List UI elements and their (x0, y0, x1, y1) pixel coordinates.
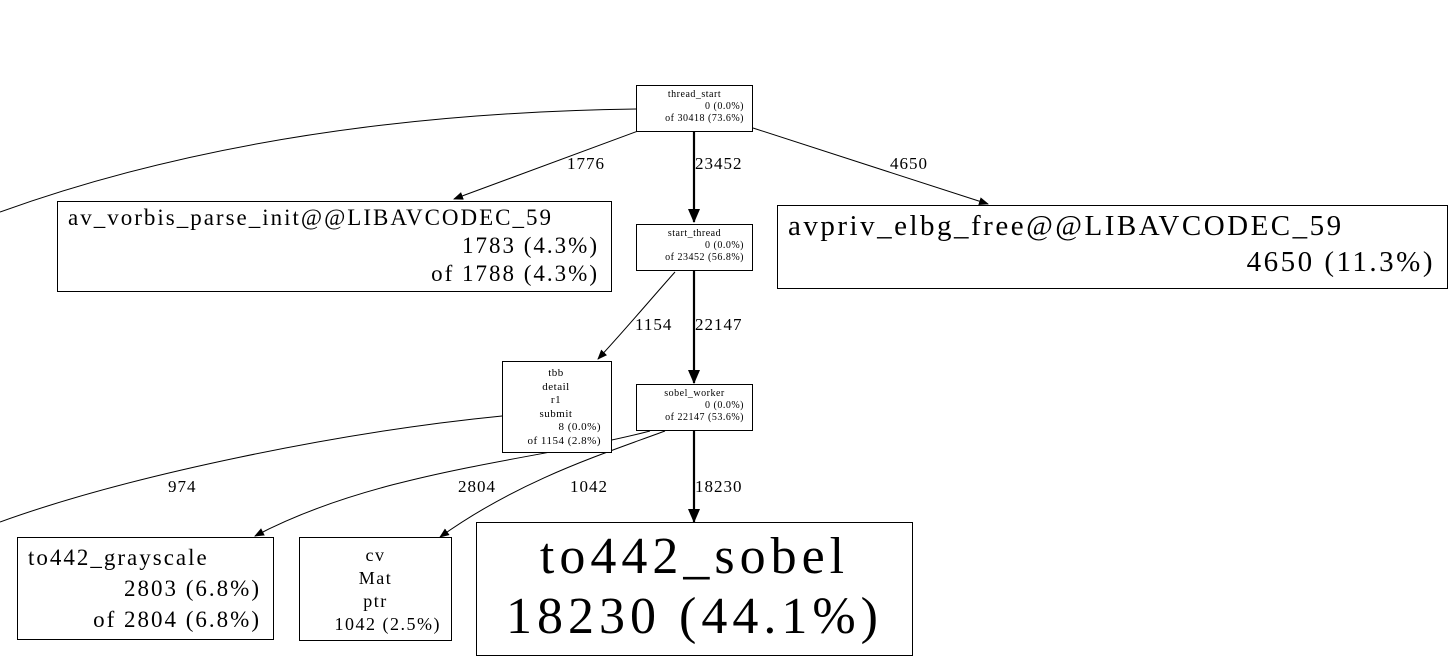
edge-label: 18230 (695, 477, 743, 496)
node-cum: of 23452 (56.8%) (665, 252, 744, 263)
node-name: av_vorbis_parse_init@@LIBAVCODEC_59 (68, 205, 554, 230)
node-cum: of 1788 (4.3%) (431, 261, 599, 286)
node-name: to442_sobel (539, 528, 850, 585)
edge-label: 4650 (890, 154, 928, 173)
edge-label: 1042 (570, 477, 608, 496)
edge-label: 1154 (635, 315, 673, 334)
edge-label: 22147 (695, 315, 743, 334)
node-name-line: r1 (550, 394, 562, 406)
node-name-line: tbb (548, 367, 564, 379)
edge-thread-start-av-vorbis (453, 130, 639, 200)
edge-thread-start-offscreen (0, 108, 637, 213)
node-name-line: detail (542, 380, 570, 393)
node-avpriv-elbg-free[interactable]: avpriv_elbg_free@@LIBAVCODEC_59 4650 (11… (777, 205, 1448, 289)
node-to442-grayscale[interactable]: to442_grayscale 2803 (6.8%) of 2804 (6.8… (17, 537, 274, 640)
node-name-line: ptr (363, 591, 388, 611)
node-flat: 0 (0.0%) (705, 400, 744, 411)
node-name-line: cv (365, 545, 386, 565)
node-flat: 4650 (11.3%) (1246, 246, 1435, 278)
node-cum: of 22147 (53.6%) (665, 412, 744, 423)
node-flat: 1042 (2.5%) (334, 614, 441, 634)
node-flat: 1783 (4.3%) (462, 233, 599, 258)
node-to442-sobel[interactable]: to442_sobel 18230 (44.1%) (476, 522, 913, 656)
node-flat: 0 (0.0%) (705, 240, 744, 251)
node-tbb-submit[interactable]: tbb detail r1 submit 8 (0.0%) of 1154 (2… (502, 361, 612, 453)
node-name-line: Mat (358, 568, 393, 588)
edge-thread-start-avpriv-elbg (752, 127, 989, 206)
node-start-thread[interactable]: start_thread 0 (0.0%) of 23452 (56.8%) (636, 224, 753, 271)
node-flat: 0 (0.0%) (705, 101, 744, 112)
node-name-line: submit (539, 407, 573, 420)
node-sobel-worker[interactable]: sobel_worker 0 (0.0%) of 22147 (53.6%) (636, 384, 753, 431)
edge-label: 974 (168, 477, 197, 496)
node-flat: 8 (0.0%) (558, 421, 601, 433)
node-cum: of 2804 (6.8%) (93, 607, 261, 632)
edge-label: 1776 (567, 154, 605, 173)
node-name: sobel_worker (664, 388, 725, 399)
node-cum: of 30418 (73.6%) (665, 113, 744, 124)
node-name: to442_grayscale (28, 545, 209, 570)
node-flat: 18230 (44.1%) (506, 588, 883, 645)
edge-label: 2804 (458, 477, 496, 496)
node-flat: 2803 (6.8%) (124, 576, 261, 601)
node-name: avpriv_elbg_free@@LIBAVCODEC_59 (788, 210, 1344, 242)
edge-sobel-worker-cv-mat-ptr (439, 430, 666, 538)
edge-start-thread-tbb-submit (597, 271, 676, 360)
node-name: start_thread (667, 228, 722, 239)
node-cv-mat-ptr[interactable]: cv Mat ptr 1042 (2.5%) (299, 537, 452, 641)
node-thread-start[interactable]: thread_start 0 (0.0%) of 30418 (73.6%) (636, 85, 753, 132)
edge-tbb-submit-offscreen (0, 415, 503, 523)
node-cum: of 1154 (2.8%) (527, 434, 601, 447)
node-name: thread_start (667, 89, 722, 100)
edge-label: 23452 (695, 154, 743, 173)
node-av-vorbis-parse-init[interactable]: av_vorbis_parse_init@@LIBAVCODEC_59 1783… (57, 201, 612, 292)
